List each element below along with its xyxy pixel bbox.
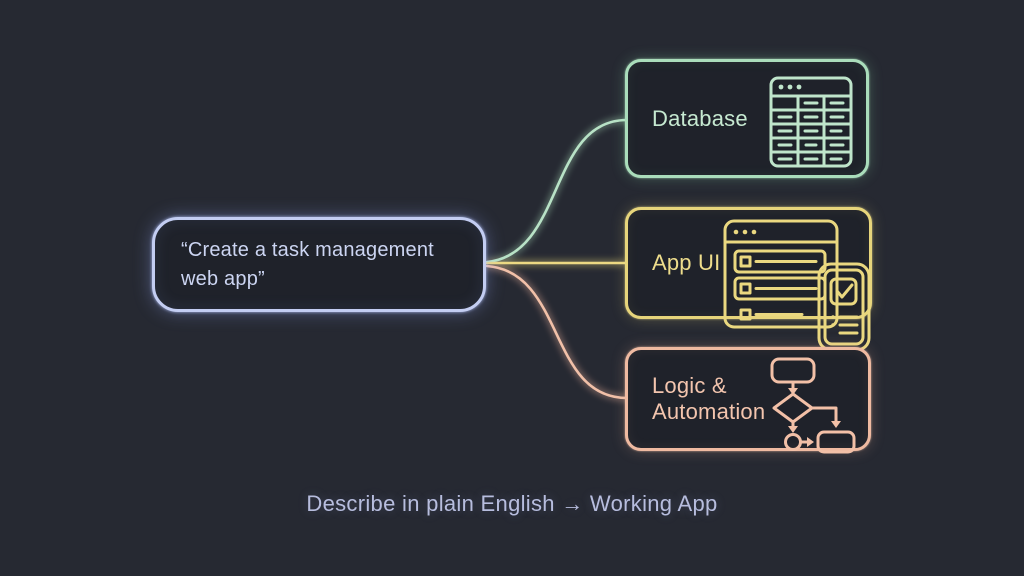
prompt-text: “Create a task management web app” bbox=[181, 238, 434, 290]
table-grid-icon bbox=[769, 76, 853, 168]
connector-logic-glow bbox=[484, 263, 630, 401]
node-database-label: Database bbox=[652, 105, 748, 131]
caption-text: Describe in plain English → Working App bbox=[306, 491, 718, 516]
node-logic-label: Logic & Automation bbox=[652, 372, 766, 424]
prompt-node: “Create a task management web app” bbox=[152, 217, 486, 312]
node-appui: App UI bbox=[625, 207, 872, 352]
node-logic: Logic & Automation bbox=[625, 347, 871, 454]
node-database: Database bbox=[625, 59, 869, 178]
connector-database-glow bbox=[484, 117, 630, 265]
flowchart-icon bbox=[742, 356, 858, 454]
node-appui-label: App UI bbox=[652, 250, 721, 275]
connector-logic bbox=[485, 264, 629, 400]
connector-database bbox=[485, 118, 629, 264]
browser-tasklist-phone-icon bbox=[722, 218, 872, 352]
